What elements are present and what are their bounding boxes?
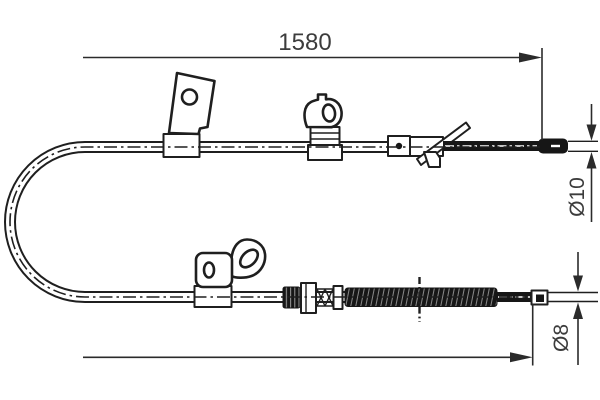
protective-spring xyxy=(344,277,498,322)
upper-grommet xyxy=(303,93,343,161)
upper-mounting-bracket xyxy=(162,71,216,158)
dimension-dia10-label: Ø10 xyxy=(566,177,589,217)
dimension-length-label: 1580 xyxy=(278,29,332,56)
grommet-hole xyxy=(321,103,337,123)
bracket-hole xyxy=(180,88,199,106)
dimension-lower-length xyxy=(83,304,534,366)
dimension-dia8 xyxy=(573,252,583,365)
dimension-dia10 xyxy=(586,104,597,222)
dimension-dia8-label: Ø8 xyxy=(550,324,573,353)
ear-hole xyxy=(238,248,260,269)
centerline xyxy=(9,146,540,298)
dimension-length xyxy=(83,48,543,140)
stop-pin xyxy=(395,142,403,150)
adjuster-assembly xyxy=(282,282,344,314)
plate-hole xyxy=(202,261,216,279)
upper-rod-end xyxy=(443,138,598,154)
